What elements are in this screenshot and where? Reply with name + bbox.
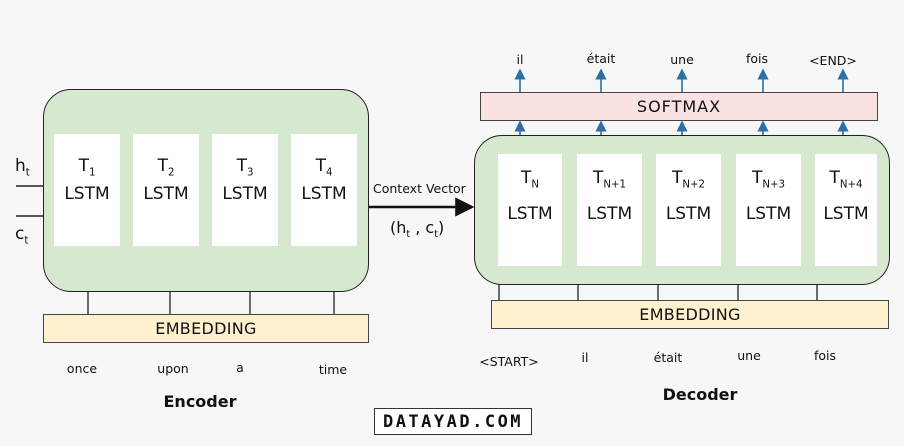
decoder-input-word-5: fois xyxy=(813,348,837,363)
decoder-cell-1-label: LSTM xyxy=(507,204,553,224)
decoder-output-word-2: était xyxy=(586,51,616,66)
encoder-cell-1-label: LSTM xyxy=(64,184,110,204)
decoder-output-word-4: fois xyxy=(745,51,769,66)
decoder-cell-4-step: TN+3 xyxy=(751,168,786,191)
decoder-input-word-3: était xyxy=(653,350,683,365)
encoder-embedding: EMBEDDING xyxy=(43,314,369,343)
encoder-h-state-label: ht xyxy=(15,156,30,179)
decoder-cell-5-step: TN+4 xyxy=(829,168,863,191)
encoder-input-word-4: time xyxy=(318,362,348,377)
decoder-cell-1-step: TN xyxy=(520,168,539,191)
decoder-cell-5: TN+4 LSTM xyxy=(815,154,877,266)
decoder-cell-3-step: TN+2 xyxy=(671,168,706,191)
decoder-cell-2: TN+1 LSTM xyxy=(577,154,642,266)
context-vector-formula: (ht , ct) xyxy=(390,218,445,241)
decoder-cell-4: TN+3 LSTM xyxy=(736,154,801,266)
encoder-title: Encoder xyxy=(163,392,237,411)
decoder-cell-2-label: LSTM xyxy=(586,204,633,224)
encoder-cell-3-label: LSTM xyxy=(222,184,268,204)
decoder-cell-1: TN LSTM xyxy=(498,154,562,266)
decoder-cell-2-step: TN+1 xyxy=(592,168,627,191)
decoder-title: Decoder xyxy=(662,385,738,404)
encoder-cell-3-step: T3 xyxy=(236,156,254,179)
encoder-input-word-3: a xyxy=(236,360,244,375)
context-vector-label: Context Vector xyxy=(373,181,466,196)
decoder-cell-5-label: LSTM xyxy=(823,204,869,224)
decoder-output-word-1: il xyxy=(516,52,524,67)
encoder-cell-4-step: T4 xyxy=(315,156,333,179)
encoder-cell-4-label: LSTM xyxy=(301,184,347,204)
encoder-cell-3: T3 LSTM xyxy=(212,134,278,246)
decoder-cell-3-label: LSTM xyxy=(665,204,712,224)
encoder-cell-2: T2 LSTM xyxy=(133,134,199,246)
encoder-cell-2-label: LSTM xyxy=(143,184,189,204)
decoder-output-word-5: <END> xyxy=(809,53,857,68)
encoder-cell-2-step: T2 xyxy=(157,156,175,179)
encoder-cell-4: T4 LSTM xyxy=(291,134,357,246)
decoder-softmax: SOFTMAX xyxy=(480,92,878,121)
encoder-cell-1: T1 LSTM xyxy=(54,134,120,246)
decoder-input-word-1: <START> xyxy=(479,354,539,369)
decoder-output-word-3: une xyxy=(670,52,694,67)
decoder-input-word-4: une xyxy=(737,348,761,363)
encoder-c-state-label: ct xyxy=(15,224,29,247)
encoder-input-word-2: upon xyxy=(157,361,189,376)
decoder-cell-4-label: LSTM xyxy=(745,204,792,224)
decoder-embedding: EMBEDDING xyxy=(491,300,889,329)
encoder-cell-1-step: T1 xyxy=(78,156,96,179)
brand-watermark: DATAYAD.COM xyxy=(374,408,532,435)
decoder-input-word-2: il xyxy=(581,350,589,365)
decoder-cell-3: TN+2 LSTM xyxy=(656,154,721,266)
encoder-input-word-1: once xyxy=(66,361,98,376)
